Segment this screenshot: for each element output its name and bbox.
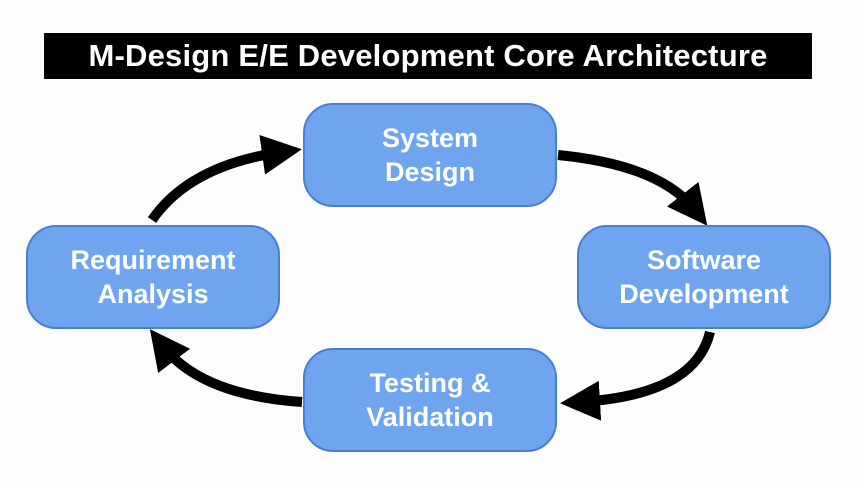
node-label: Requirement bbox=[70, 245, 236, 275]
diagram-title: M-Design E/E Development Core Architectu… bbox=[44, 33, 812, 79]
node-label: Validation bbox=[366, 402, 494, 432]
arrow-system-to-software bbox=[557, 150, 708, 226]
node-label: Design bbox=[384, 157, 476, 187]
node-label: System bbox=[381, 123, 479, 153]
node-label: Software bbox=[646, 245, 761, 275]
node-testing-validation: Testing & Validation bbox=[303, 348, 557, 452]
arrow-requirement-to-system bbox=[147, 135, 302, 223]
node-label: Development bbox=[619, 279, 789, 309]
node-label: Testing & bbox=[369, 368, 491, 398]
arrow-software-to-testing bbox=[560, 330, 715, 421]
arrow-testing-to-requirement bbox=[149, 329, 303, 407]
node-label: Analysis bbox=[97, 279, 209, 309]
